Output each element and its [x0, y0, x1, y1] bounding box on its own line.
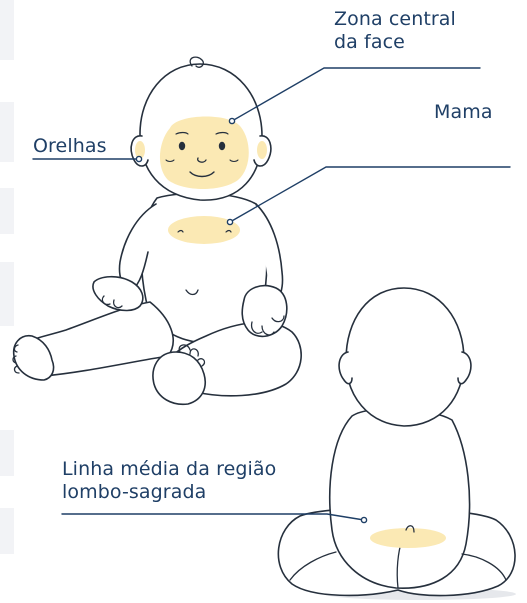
baby-back-head — [345, 287, 465, 427]
left-edge-strip — [0, 430, 14, 476]
lumbosacral-leader-line — [61, 513, 365, 521]
breast-highlight-zone — [168, 216, 240, 244]
baby-front-figure — [12, 56, 302, 406]
face-label: Zona central da face — [334, 8, 456, 54]
baby-front-navel — [185, 289, 199, 296]
baby-back-body — [328, 408, 471, 589]
breast-label: Mama — [434, 101, 493, 123]
left-edge-strip — [0, 262, 14, 326]
lumbosacral-label: Linha média da região lombo-sagrada — [62, 458, 276, 504]
left-edge-strip — [0, 188, 14, 234]
baby-back-figure — [277, 287, 516, 600]
breast-leader-line — [229, 166, 511, 223]
baby-front-right-foot — [152, 351, 206, 406]
baby-front-mouth — [189, 171, 215, 178]
left-edge-strip — [0, 0, 14, 60]
baby-front-left-hand — [92, 275, 144, 312]
baby-front-nose — [197, 157, 207, 163]
leader-lines — [32, 67, 511, 524]
left-edge-strip — [0, 508, 14, 554]
left-edge-strip — [0, 102, 14, 162]
lumbosacral-highlight-zone — [370, 528, 446, 548]
baby-front-left-eye — [178, 141, 186, 151]
face-highlight-zone — [159, 116, 249, 189]
baby-front-right-eye — [218, 141, 226, 151]
lumbosacral-label-line1: Linha média da região — [62, 458, 277, 480]
lumbosacral-label-line2: lombo-sagrada — [62, 481, 207, 503]
ears-label: Orelhas — [33, 135, 107, 157]
baby-back-left-ear — [338, 351, 353, 385]
face-label-line2: da face — [334, 31, 405, 53]
face-label-line1: Zona central — [334, 8, 456, 30]
face-leader-line — [231, 67, 481, 122]
baby-back-right-ear — [457, 351, 472, 385]
baby-front-right-hand — [241, 284, 288, 338]
